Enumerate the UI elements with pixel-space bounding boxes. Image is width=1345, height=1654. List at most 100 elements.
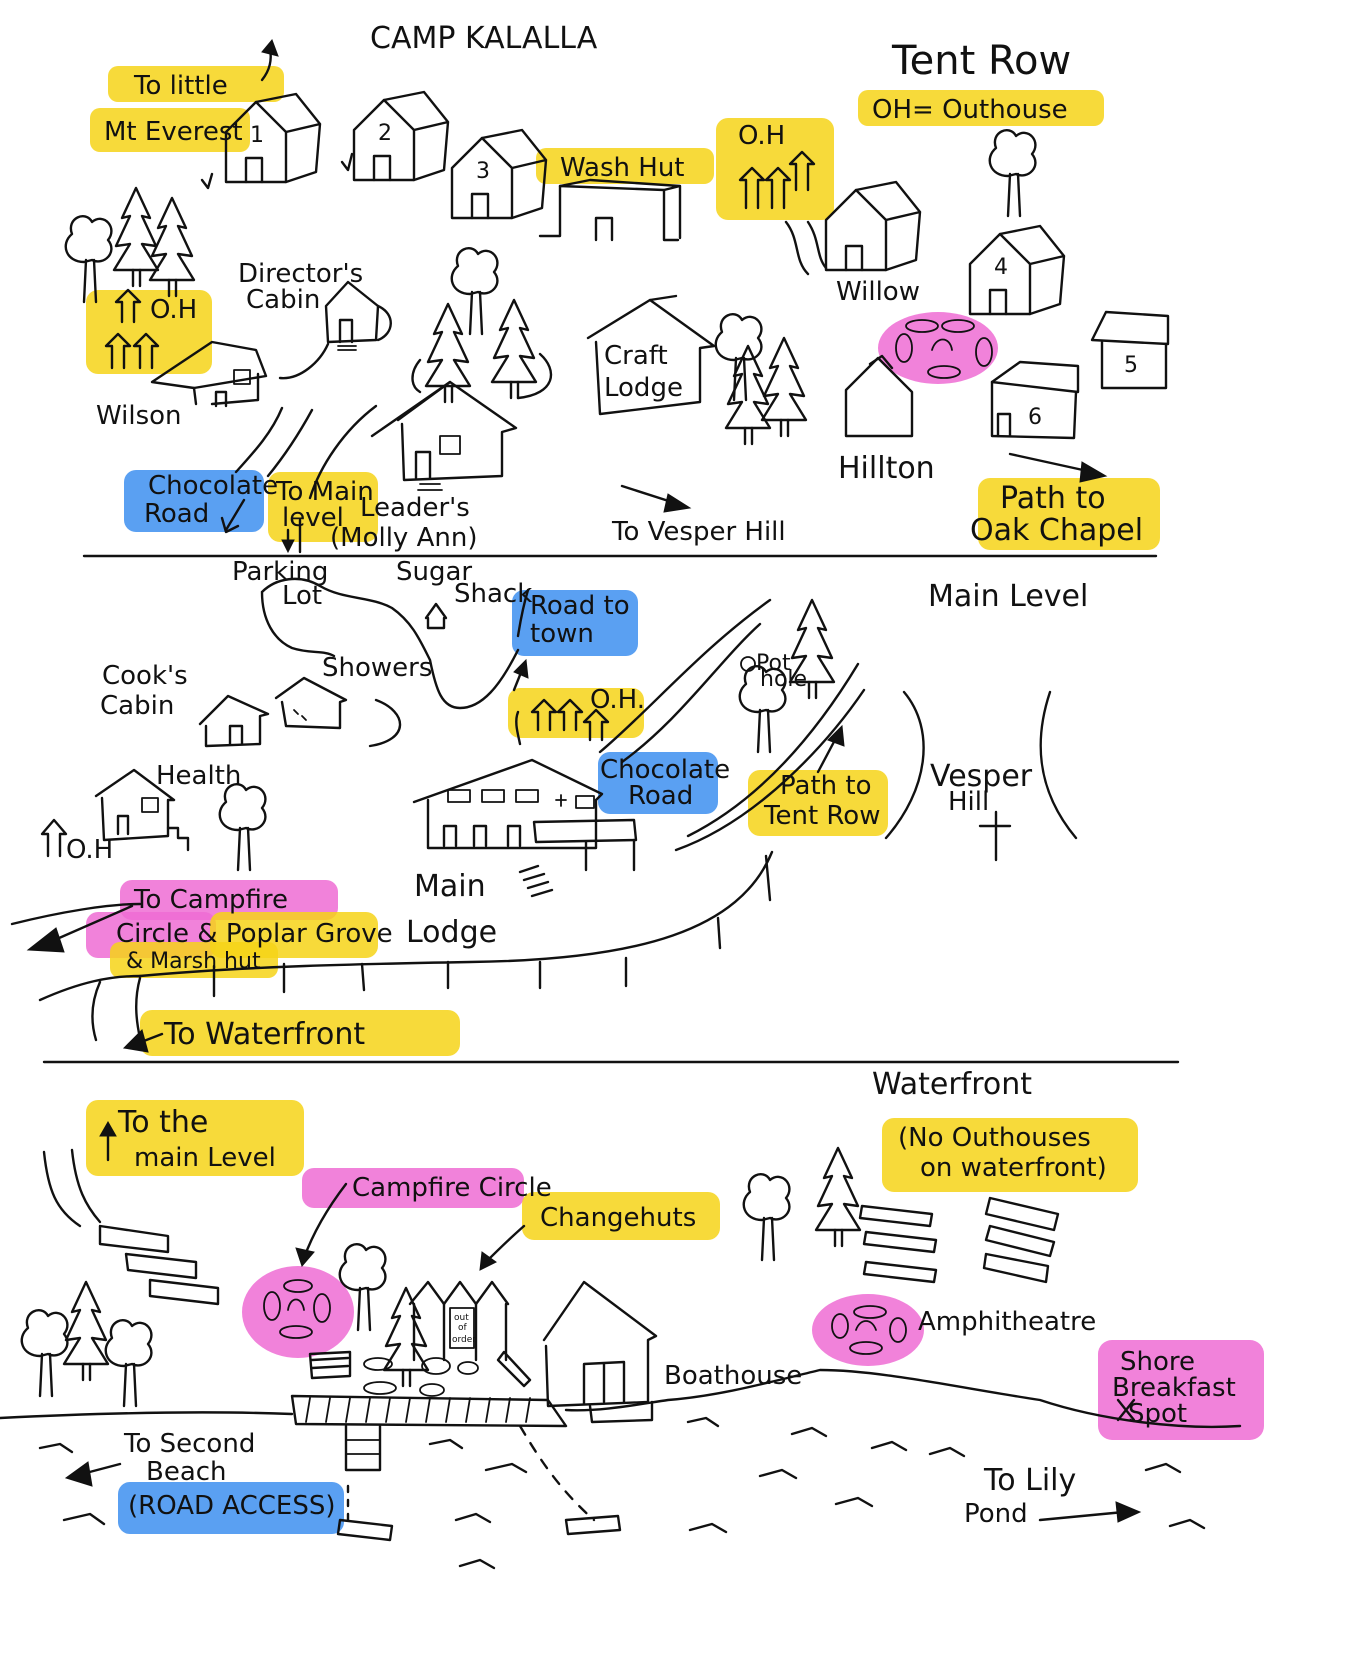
outhouse-center-label: O.H.: [590, 685, 645, 715]
tent-row-path-label-1: Path to: [780, 771, 871, 801]
cabin-2-number: 2: [378, 121, 392, 146]
craft-label-2: Lodge: [604, 373, 683, 403]
to-waterfront-label: To Waterfront: [163, 1017, 365, 1052]
arrow-cabin-2: [340, 152, 354, 172]
tree-center-pine-1: [424, 302, 472, 404]
cabin-4: 4: [968, 224, 1066, 316]
second-beach-label-3: (ROAD ACCESS): [128, 1491, 336, 1521]
cooks-cabin: [198, 694, 270, 748]
hillton-cabin: [844, 354, 914, 438]
shore-breakfast-x-icon: [1116, 1398, 1136, 1422]
wash-hut: [538, 178, 682, 242]
road-to-town-label-1: Road to: [530, 591, 630, 621]
to-little-label-2: Mt Everest: [104, 117, 243, 147]
tree-left-pine-1: [112, 186, 160, 288]
arrow-tent-row: [816, 724, 845, 774]
water-waves: [38, 1416, 1206, 1570]
arrow-chocolate-top: [220, 498, 246, 534]
cabin-2: 2: [352, 90, 450, 182]
tree-shore-pine: [62, 1280, 110, 1382]
outhouse-mid-left-label: O.H: [66, 835, 113, 865]
to-main-level-label-2: main Level: [134, 1143, 276, 1173]
parking-label-2: Lot: [282, 581, 322, 611]
to-main-level-label-1: To the: [117, 1105, 208, 1140]
vesper-label-2: Hill: [948, 787, 989, 817]
cabin-3-number: 3: [476, 159, 490, 184]
boathouse-label: Boathouse: [664, 1361, 802, 1391]
leaders-label-1: Leader's: [360, 493, 470, 523]
tree-left-pine-2: [148, 196, 196, 298]
to-vesper-label: To Vesper Hill: [611, 517, 786, 547]
road-to-main: [308, 404, 378, 500]
cabin-1-number: 1: [250, 123, 264, 148]
cabin-6: 6: [990, 360, 1080, 440]
cooks-label-1: Cook's: [102, 661, 188, 691]
arrow-lily-pond: [1038, 1501, 1142, 1523]
craft-lodge: [586, 294, 716, 416]
wilson-cabin: [150, 340, 268, 408]
to-main-label-2: level: [282, 503, 344, 533]
shore-breakfast-label-1: Shore: [1120, 1347, 1195, 1377]
tree-amphi-round: [742, 1173, 791, 1262]
amphitheatre-firepit: [831, 1305, 907, 1355]
vesper-label-1: Vesper: [930, 759, 1033, 794]
lily-pond-label-2: Pond: [964, 1499, 1028, 1529]
road-main-upper: [598, 598, 772, 764]
shoreline: [0, 1368, 1242, 1429]
road-tent-row: [674, 662, 866, 852]
tree-campfire-pine: [382, 1286, 430, 1388]
no-outhouses-label-1: (No Outhouses: [898, 1123, 1091, 1153]
arrow-to-little-everest: [260, 39, 279, 82]
sugar-shack-icon: [424, 602, 448, 630]
outhouse-top-label: O.H: [738, 121, 785, 151]
cooks-label-2: Cabin: [100, 691, 174, 721]
chocolate-top-label-2: Road: [144, 499, 209, 529]
second-beach-label-2: Beach: [146, 1457, 227, 1487]
arrow-road-town: [512, 658, 529, 692]
campfire-dir-label-3: & Marsh hut: [126, 949, 261, 974]
second-beach-label-1: To Second: [123, 1429, 255, 1459]
path-directors: [278, 304, 392, 380]
road-chocolate-top: [234, 406, 314, 478]
campfire-circle-icon: [263, 1279, 331, 1339]
chocolate-top-label-1: Chocolate: [148, 471, 278, 501]
directors-label-1: Director's: [238, 259, 363, 289]
no-outhouses-label-2: on waterfront): [920, 1153, 1107, 1183]
outhouse-left-label: O.H: [150, 295, 197, 325]
road-main-lower: [138, 850, 774, 978]
health-label: Health: [156, 761, 241, 791]
tree-health-round: [218, 783, 267, 872]
tree-craft-round: [714, 313, 763, 402]
arrow-to-main: [281, 518, 302, 554]
craft-label-1: Craft: [604, 341, 668, 371]
showers-curve: [368, 698, 402, 748]
leaders-lodge: [370, 380, 518, 491]
arrow-changehuts: [479, 1224, 526, 1271]
arrow-campfire-circle: [295, 1182, 348, 1267]
amphitheatre-label: Amphitheatre: [918, 1307, 1096, 1337]
to-main-label-1: To Main: [275, 477, 374, 507]
cabin-1: 1: [224, 92, 322, 184]
firepit-tent-row: [895, 319, 993, 379]
showers-building: [274, 676, 348, 730]
out-of-order-2: of: [458, 1323, 468, 1333]
shore-breakfast-label-2: Breakfast: [1112, 1373, 1236, 1403]
road-to-town-label-2: town: [530, 619, 594, 649]
tree-top-right: [988, 129, 1037, 218]
changehuts-building: out of order: [408, 1280, 510, 1362]
highlight-layer: [86, 66, 1264, 1534]
willow-cabin: [824, 180, 922, 272]
tree-center-round: [450, 247, 499, 336]
parking-lot-outline: [260, 577, 520, 710]
section-tent-row: Tent Row: [891, 38, 1071, 84]
tree-amphi-pine: [814, 1146, 862, 1248]
hillton-label: Hillton: [838, 451, 935, 486]
oak-chapel-label-2: Oak Chapel: [970, 513, 1143, 548]
path-wavy-top: [784, 220, 828, 276]
main-lodge: [412, 758, 638, 898]
lily-pond-label-1: To Lily: [983, 1463, 1076, 1498]
vesper-hill-outline: [884, 690, 1078, 840]
outhouse-center-icons: [530, 698, 610, 742]
vesper-cross-icon: [978, 810, 1012, 862]
